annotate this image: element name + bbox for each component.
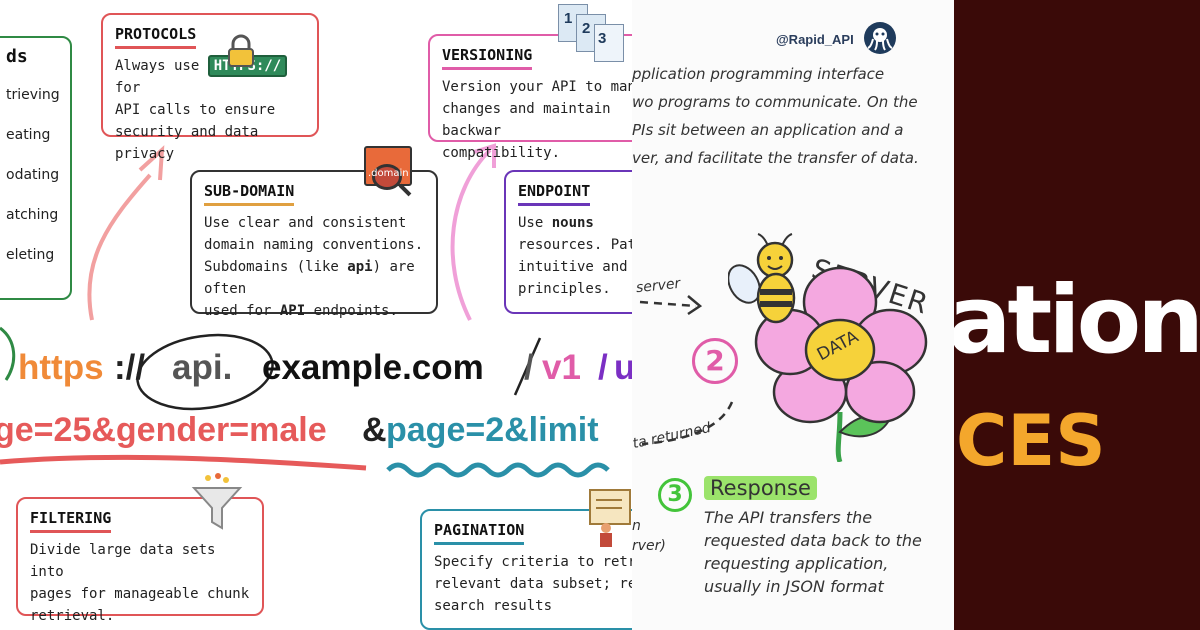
pink-arrow-protocols bbox=[87, 173, 152, 321]
filtering-card: FILTERING Divide large data sets into pa… bbox=[16, 497, 264, 624]
pagination-card: PAGINATION Specify criteria to retr rele… bbox=[420, 509, 632, 630]
teal-wave-underline bbox=[386, 462, 610, 478]
slash-version-mark bbox=[513, 337, 542, 396]
pagination-card-title: PAGINATION bbox=[434, 519, 525, 545]
decorative-arrows bbox=[0, 143, 610, 478]
query-pagination: page=2&limit bbox=[386, 411, 599, 449]
url-resource: u bbox=[614, 348, 632, 387]
pink-arrow-protocols-head bbox=[138, 145, 165, 181]
url-domain: example.com bbox=[262, 348, 484, 387]
method-item: eating bbox=[6, 127, 51, 143]
subdomain-card-title: SUB-DOMAIN bbox=[204, 180, 295, 206]
protocols-text-before: Always use bbox=[115, 58, 200, 74]
url-example: https :// api. example.com / v1 / u bbox=[0, 340, 632, 400]
dashed-arrow-return bbox=[641, 401, 734, 446]
method-item: trieving bbox=[6, 87, 60, 103]
step-2-badge: 2 bbox=[692, 338, 738, 384]
presenter-board-icon bbox=[589, 489, 631, 547]
page-number-2: 2 bbox=[582, 20, 591, 37]
method-item: odating bbox=[6, 167, 60, 183]
pink-arrow-versioning-head bbox=[473, 143, 496, 168]
filtering-card-title: FILTERING bbox=[30, 507, 112, 533]
query-string: ge=25&gender=male & page=2&limit bbox=[0, 405, 632, 455]
circle-api-highlight bbox=[136, 333, 274, 411]
protocols-card-text: Always use HTTPS:// for API calls to ens… bbox=[115, 55, 305, 165]
left-fragment-text: n rver) bbox=[632, 518, 666, 554]
filtering-card-text: Divide large data sets into pages for ma… bbox=[30, 542, 250, 624]
endpoint-card: ENDPOINT Use nouns resources. Path intui… bbox=[504, 170, 632, 314]
endpoint-card-text: Use nouns resources. Path intuitive and … bbox=[518, 212, 632, 300]
endpoint-bold-nouns: nouns bbox=[551, 215, 594, 231]
subdomain-card-text: Use clear and consistent domain naming c… bbox=[204, 212, 424, 322]
infographic-panel: ds trieving eating odating atching eleti… bbox=[0, 0, 632, 630]
step-3-badge: 3 bbox=[658, 478, 692, 512]
protocols-card-title: PROTOCOLS bbox=[115, 23, 197, 49]
url-slash-1: / bbox=[524, 348, 534, 387]
sketch-panel: @Rapid_API pplication programming interf… bbox=[632, 0, 954, 630]
bee-icon bbox=[728, 233, 796, 324]
api-definition-text: pplication programming interface wo prog… bbox=[632, 65, 919, 167]
red-underline-filters bbox=[0, 454, 367, 471]
methods-card-title: ds bbox=[6, 46, 28, 67]
url-version: v1 bbox=[542, 348, 581, 387]
flower-icon bbox=[754, 266, 928, 462]
methods-card: ds trieving eating odating atching eleti… bbox=[0, 36, 72, 300]
endpoint-card-title: ENDPOINT bbox=[518, 180, 591, 206]
page-number-1: 1 bbox=[564, 10, 573, 27]
padlock-icon bbox=[228, 34, 254, 67]
query-filters: ge=25&gender=male bbox=[0, 411, 327, 449]
subdomain-text-1: Use clear and consistent domain naming c… bbox=[204, 215, 424, 275]
domain-icon-label: .domain bbox=[368, 168, 409, 179]
subdomain-bold-api-upper: API bbox=[279, 303, 306, 319]
url-subdomain: api. bbox=[172, 348, 233, 387]
versioning-card-title: VERSIONING bbox=[442, 44, 533, 70]
rapid-api-handle: @Rapid_API bbox=[776, 32, 854, 47]
response-title: Response bbox=[704, 476, 817, 500]
method-item: atching bbox=[6, 207, 59, 223]
subdomain-text-2: ) are often used for bbox=[204, 259, 415, 319]
subdomain-card: SUB-DOMAIN Use clear and consistent doma… bbox=[190, 170, 438, 319]
title-fragment: ation bbox=[954, 266, 1200, 375]
query-ampersand: & bbox=[362, 411, 387, 449]
octopus-logo-icon bbox=[864, 22, 896, 54]
numbered-pages-icon: 1 2 3 bbox=[558, 4, 630, 68]
pink-arrow-versioning bbox=[450, 148, 492, 321]
endpoint-text-1: Use bbox=[518, 215, 552, 231]
methods-list: trieving eating odating atching eleting bbox=[0, 75, 60, 275]
response-description: The API transfers the requested data bac… bbox=[704, 508, 922, 596]
endpoint-text-2: resources. Path intuitive and f principl… bbox=[518, 237, 632, 297]
brand-panel: ation CES bbox=[954, 0, 1200, 630]
protocols-text-after: for API calls to ensure security and dat… bbox=[115, 80, 276, 162]
subtitle-fragment: CES bbox=[956, 400, 1106, 482]
subdomain-text-3: endpoints. bbox=[305, 303, 398, 319]
method-item: eleting bbox=[6, 247, 55, 263]
domain-magnifier-icon: .domain bbox=[364, 146, 416, 204]
pagination-card-text: Specify criteria to retr relevant data s… bbox=[434, 554, 632, 614]
url-scheme: https bbox=[18, 348, 104, 387]
subdomain-bold-api: api bbox=[347, 259, 373, 275]
versioning-card-text: Version your API to manag changes and ma… bbox=[442, 79, 632, 161]
dashed-arrow-right bbox=[639, 295, 703, 316]
funnel-icon bbox=[191, 473, 243, 530]
url-slash-2: / bbox=[598, 348, 608, 387]
protocols-card: PROTOCOLS Always use HTTPS:// for API ca… bbox=[101, 13, 319, 162]
url-separator: :// bbox=[114, 348, 146, 387]
green-arc-left bbox=[0, 326, 16, 381]
page-number-3: 3 bbox=[598, 30, 607, 47]
